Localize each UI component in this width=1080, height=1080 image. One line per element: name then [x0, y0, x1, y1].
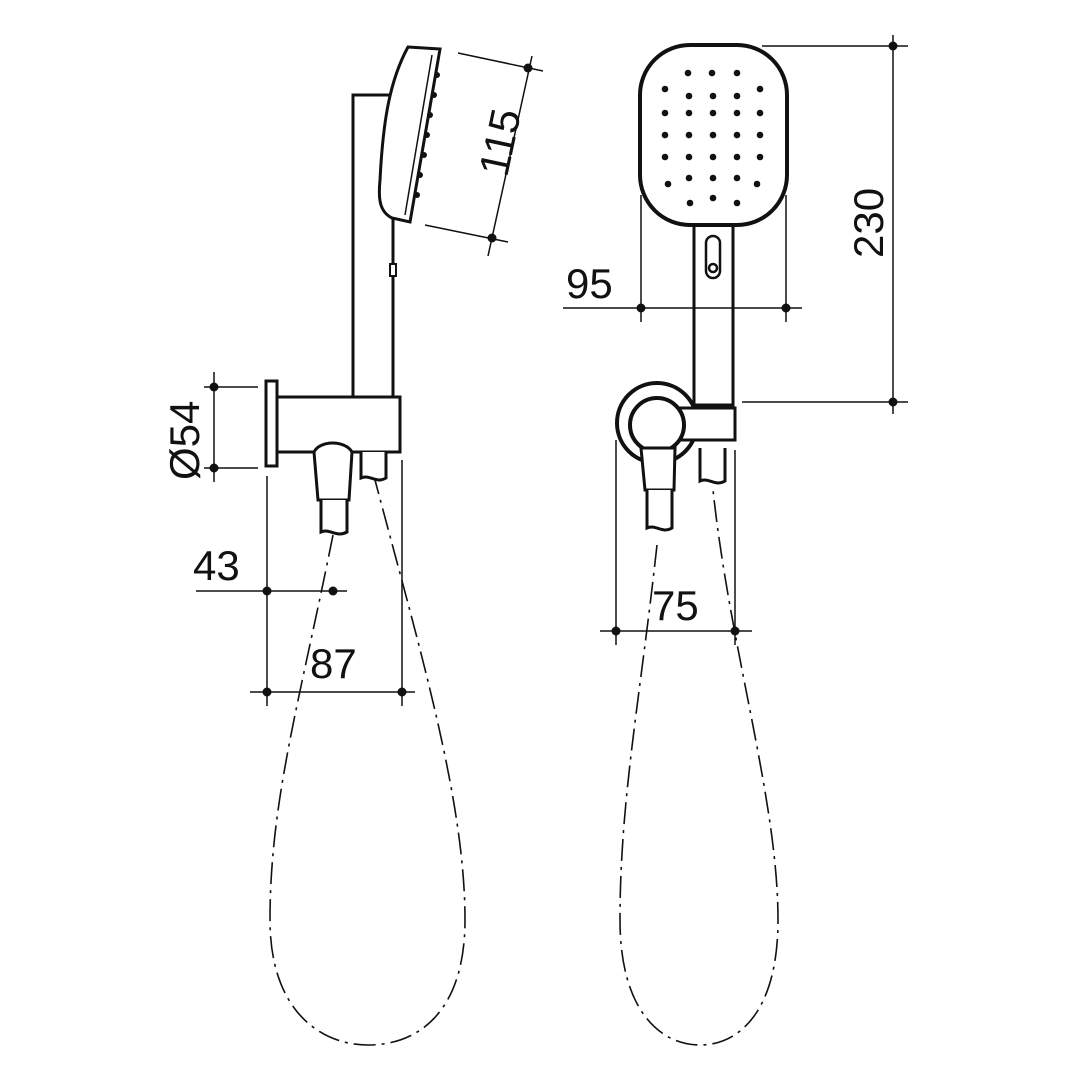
- nozzle-dot: [709, 109, 717, 117]
- nozzle-dot: [685, 92, 693, 100]
- front-outlet: [639, 446, 677, 492]
- dim-diameter-54: Ø54: [161, 401, 208, 480]
- nozzle-dot: [685, 131, 693, 139]
- nozzle-dot: [708, 69, 716, 77]
- dim-230: 230: [845, 188, 892, 258]
- nozzle-dot: [709, 131, 717, 139]
- side-hose: [269, 479, 466, 1046]
- dim-87: 87: [310, 640, 357, 687]
- side-outlet: [312, 441, 354, 502]
- dim-43: 43: [193, 542, 240, 589]
- spray-nozzles: [661, 69, 764, 207]
- nozzle-dot: [685, 174, 693, 182]
- nozzle-dot: [664, 180, 672, 188]
- nozzle-dot: [733, 69, 741, 77]
- front-outlet-pipe: [645, 490, 674, 532]
- nozzle-dot: [756, 109, 764, 117]
- front-view: [615, 43, 789, 1046]
- nozzle-dot: [733, 92, 741, 100]
- dim-115: 115: [470, 105, 530, 180]
- nozzle-dot: [684, 69, 692, 77]
- nozzle-dot: [753, 180, 761, 188]
- nozzle-dot: [685, 153, 693, 161]
- nozzle-dot: [661, 131, 669, 139]
- nozzle-dot: [661, 85, 669, 93]
- dimension-lines: [196, 35, 908, 706]
- nozzle-dot: [709, 174, 717, 182]
- front-hose-stub: [698, 448, 727, 485]
- nozzle-dot: [661, 109, 669, 117]
- side-wall-flange: [264, 379, 279, 468]
- nozzle-dot: [733, 174, 741, 182]
- side-outlet-pipe: [319, 500, 349, 536]
- dim-95: 95: [566, 260, 613, 307]
- nozzle-dot: [756, 153, 764, 161]
- nozzle-dot: [733, 109, 741, 117]
- nozzle-dot: [733, 153, 741, 161]
- nozzle-dot: [661, 153, 669, 161]
- side-shower-head: [377, 45, 442, 224]
- nozzle-dot: [686, 199, 694, 207]
- dim-75: 75: [652, 582, 699, 629]
- nozzle-dot: [733, 199, 741, 207]
- nozzle-dot: [756, 131, 764, 139]
- side-hose-stub: [359, 452, 388, 482]
- side-view: [264, 45, 466, 1046]
- side-button: [389, 263, 397, 277]
- side-head-face: [404, 54, 433, 216]
- nozzle-dot: [709, 194, 717, 202]
- nozzle-dot: [756, 85, 764, 93]
- nozzle-dot: [685, 109, 693, 117]
- front-hose: [619, 489, 779, 1046]
- nozzle-dot: [733, 131, 741, 139]
- front-bracket-hub: [628, 396, 686, 454]
- nozzle-dot: [709, 153, 717, 161]
- nozzle-dot: [709, 92, 717, 100]
